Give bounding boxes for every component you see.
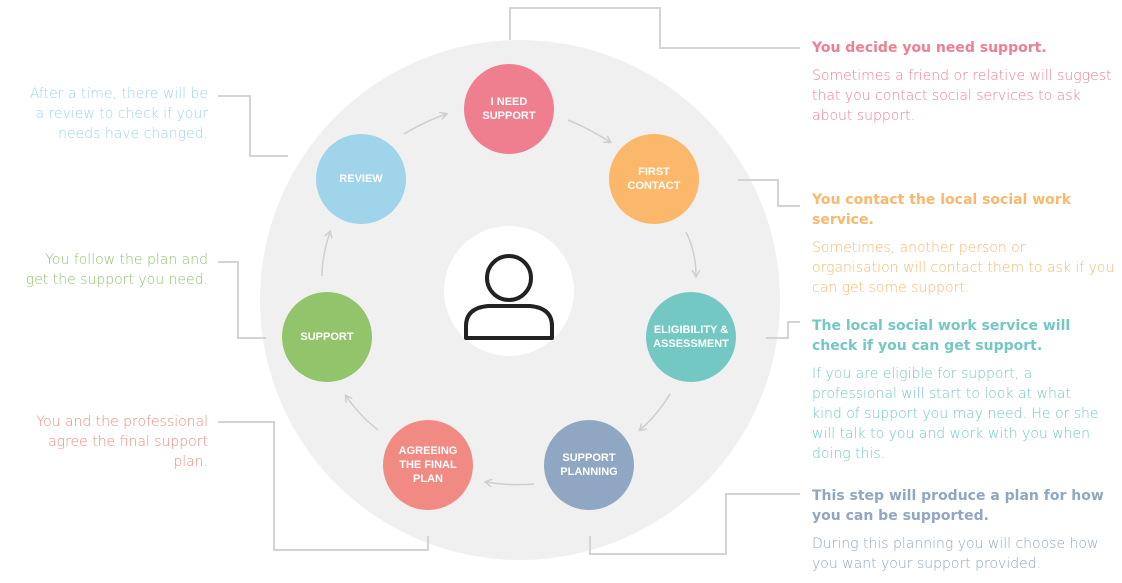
step-i-need-support: I NEED SUPPORT [464, 64, 554, 154]
note-body: Sometimes, another person or organisatio… [812, 240, 1115, 296]
note-body: You and the professional agree the final… [36, 414, 208, 470]
arrow-3 [640, 393, 671, 430]
step-label: AGREEING THE FINAL PLAN [398, 445, 458, 485]
step-eligibility-assessment: ELIGIBILITY & ASSESSMENT [646, 292, 736, 382]
step-review: REVIEW [316, 134, 406, 224]
arrow-6 [321, 232, 330, 277]
arrow-2 [685, 231, 696, 276]
center-circle [444, 226, 574, 356]
step-support-planning: SUPPORT PLANNING [544, 420, 634, 510]
note-heading: This step will produce a plan for how yo… [812, 488, 1104, 524]
connector-check [766, 321, 800, 339]
arrow-5 [346, 396, 379, 431]
arrow-4 [486, 482, 535, 485]
connector-agree [218, 421, 429, 551]
note-heading: The local social work service will check… [812, 318, 1071, 354]
note-contact: You contact the local social work servic… [812, 190, 1116, 298]
person-icon [464, 254, 554, 340]
note-body: After a time, there will be a review to … [29, 86, 208, 142]
connector-contact [738, 179, 800, 207]
note-body: During this planning you will choose how… [812, 536, 1099, 572]
note-heading: You contact the local social work servic… [812, 192, 1071, 228]
arrow-7 [403, 114, 446, 135]
connector-review [218, 95, 288, 157]
connector-decide [509, 7, 800, 49]
step-label: I NEED SUPPORT [482, 96, 536, 122]
arrow-1 [567, 119, 610, 142]
step-label: SUPPORT [300, 331, 354, 343]
note-check: The local social work service will check… [812, 316, 1102, 464]
note-agree: You and the professional agree the final… [14, 412, 208, 472]
step-support: SUPPORT [282, 292, 372, 382]
step-label: ELIGIBILITY & ASSESSMENT [653, 324, 729, 350]
step-label: SUPPORT PLANNING [560, 452, 618, 478]
step-first-contact: FIRST CONTACT [609, 134, 699, 224]
note-heading: You decide you need support. [812, 40, 1047, 56]
step-label: FIRST CONTACT [627, 166, 681, 192]
connector-follow [218, 261, 266, 339]
step-agreeing-final-plan: AGREEING THE FINAL PLAN [383, 420, 473, 510]
note-body: You follow the plan and get the support … [25, 252, 208, 288]
note-decide: You decide you need support. Sometimes a… [812, 38, 1112, 126]
note-produce: This step will produce a plan for how yo… [812, 486, 1112, 574]
note-body: Sometimes a friend or relative will sugg… [812, 68, 1112, 124]
note-body: If you are eligible for support, a profe… [812, 366, 1099, 462]
connector-produce [589, 493, 800, 555]
note-review: After a time, there will be a review to … [20, 84, 208, 144]
note-follow: You follow the plan and get the support … [20, 250, 208, 290]
step-label: REVIEW [339, 173, 383, 185]
